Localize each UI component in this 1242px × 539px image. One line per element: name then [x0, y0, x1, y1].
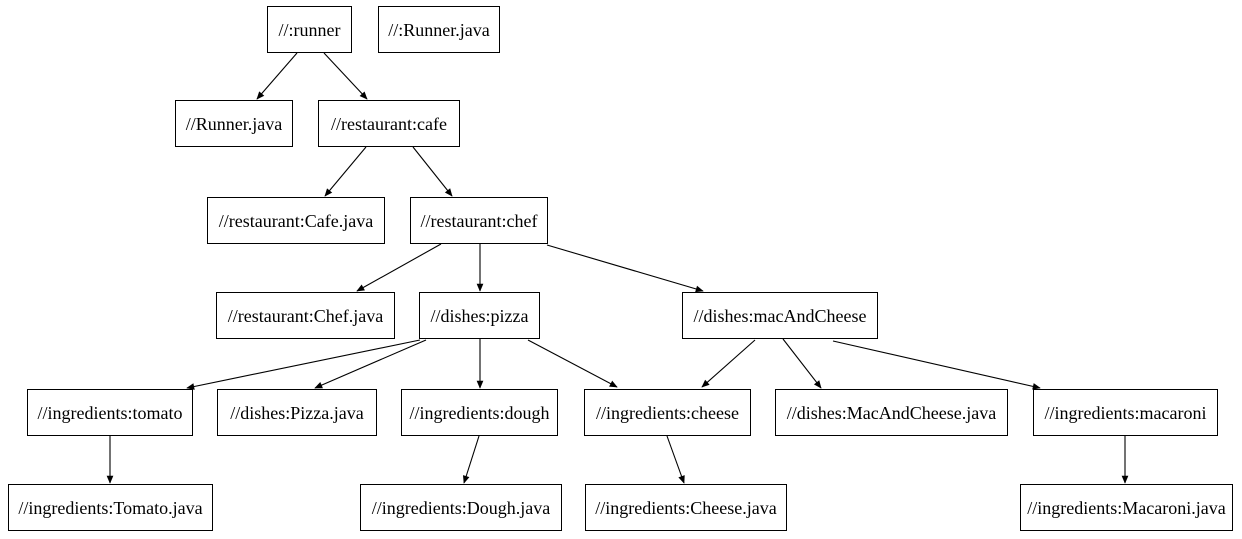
graph-node-ingredients-tomato-java: //ingredients:Tomato.java — [8, 484, 213, 531]
graph-node-ingredients-tomato: //ingredients:tomato — [27, 389, 193, 436]
edge-dough-to-dough-java — [462, 435, 480, 484]
graph-node-restaurant-chef: //restaurant:chef — [410, 197, 548, 244]
graph-node-dishes-macandcheese: //dishes:macAndCheese — [682, 292, 878, 339]
graph-node-runner-java: //Runner.java — [175, 100, 293, 147]
graph-node-runner: //:runner — [267, 6, 352, 53]
graph-node-ingredients-cheese-java: //ingredients:Cheese.java — [585, 484, 787, 531]
edge-cheese-to-cheese-java — [666, 435, 685, 484]
graph-node-dishes-pizza: //dishes:pizza — [419, 292, 540, 339]
edge-cafe-to-chef — [412, 146, 453, 197]
graph-node-ingredients-dough: //ingredients:dough — [401, 389, 558, 436]
edge-pizza-to-tomato — [186, 339, 421, 390]
graph-node-ingredients-cheese: //ingredients:cheese — [584, 389, 751, 436]
graph-node-ingredients-dough-java: //ingredients:Dough.java — [360, 484, 562, 531]
graph-node-dishes-pizza-java: //dishes:Pizza.java — [217, 389, 377, 436]
edge-macandcheese-to-cheese — [701, 339, 756, 388]
graph-node-restaurant-cafe-java: //restaurant:Cafe.java — [207, 197, 385, 244]
graph-node-dishes-macandcheese-java: //dishes:MacAndCheese.java — [775, 389, 1008, 436]
edge-macandcheese-to-macaroni — [832, 340, 1041, 390]
edge-macandcheese-to-macandcheese-java — [782, 338, 822, 389]
edge-cafe-to-cafe-java — [324, 146, 367, 197]
graph-node-ingredients-macaroni-java: //ingredients:Macaroni.java — [1020, 484, 1233, 531]
edge-runner-to-restaurant-cafe — [323, 52, 368, 100]
edge-runner-to-runner-java — [256, 52, 298, 100]
graph-node-restaurant-chef-java: //restaurant:Chef.java — [216, 292, 395, 339]
edge-pizza-to-cheese — [527, 339, 618, 388]
edge-chef-to-chef-java — [356, 243, 442, 292]
graph-node-runner-java-root: //:Runner.java — [378, 6, 500, 53]
graph-node-restaurant-cafe: //restaurant:cafe — [318, 100, 460, 147]
edge-pizza-to-pizza-java — [314, 339, 427, 389]
edge-chef-to-macandcheese — [546, 244, 704, 293]
graph-node-ingredients-macaroni: //ingredients:macaroni — [1033, 389, 1218, 436]
